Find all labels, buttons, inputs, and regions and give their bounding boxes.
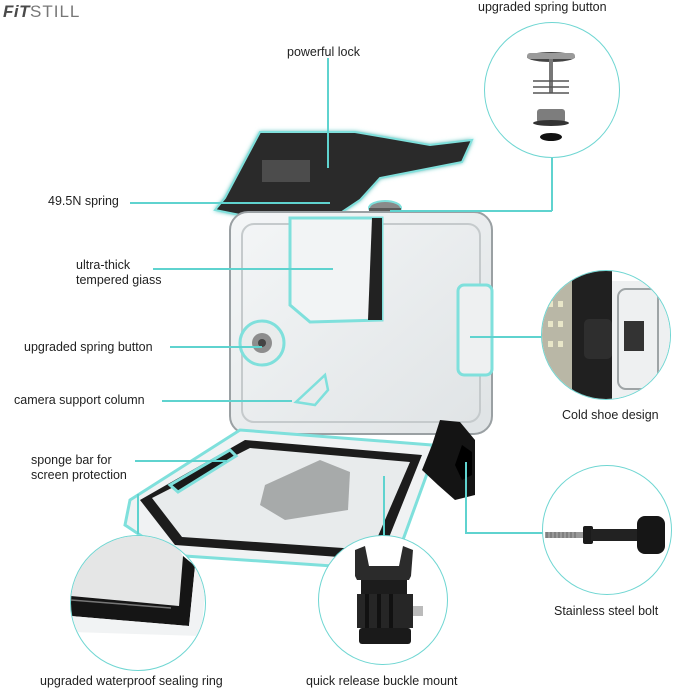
label-camera-support-column: camera support column <box>14 393 145 407</box>
logo-light: STILL <box>30 2 81 21</box>
detail-circle-cold-shoe <box>541 270 671 400</box>
label-sponge-bar: sponge bar for screen protection <box>31 453 127 482</box>
callout-line-button-left <box>170 346 262 348</box>
callout-line-glass <box>153 268 333 270</box>
label-spring-button-left: upgraded spring button <box>24 340 153 354</box>
spring-button-parts-icon <box>527 52 575 141</box>
callout-line-button-top-v <box>551 155 553 211</box>
label-waterproof-sealing-ring: upgraded waterproof sealing ring <box>40 674 223 688</box>
detail-circle-sealing-ring <box>70 535 206 671</box>
label-quick-release-buckle: quick release buckle mount <box>306 674 458 688</box>
callout-line-bolt-v <box>465 462 467 534</box>
label-cold-shoe-design: Cold shoe design <box>562 408 659 422</box>
buckle-mount-icon <box>355 546 423 644</box>
callout-line-seal <box>137 494 139 534</box>
label-spring-button-top: upgraded spring button <box>478 0 607 14</box>
sealing-ring-icon <box>71 536 205 636</box>
detail-circle-buckle-mount <box>318 535 448 665</box>
callout-line-column <box>162 400 292 402</box>
label-49-5n-spring: 49.5N spring <box>48 194 119 208</box>
steel-bolt-icon <box>545 516 665 554</box>
logo-bold: FiT <box>3 2 30 21</box>
housing-illustration <box>110 100 510 590</box>
brand-logo: FiTSTILL <box>3 2 80 22</box>
detail-circle-steel-bolt <box>542 465 672 595</box>
callout-line-coldshoe <box>470 336 542 338</box>
label-tempered-glass: ultra-thick tempered giass <box>76 258 162 287</box>
detail-circle-spring-button <box>484 22 620 158</box>
cold-shoe-icon <box>542 271 670 399</box>
callout-line-button-top-h <box>390 210 552 212</box>
callout-line-sponge <box>135 460 227 462</box>
callout-line-lock <box>327 58 329 168</box>
label-stainless-steel-bolt: Stainless steel bolt <box>554 604 659 618</box>
label-powerful-lock: powerful lock <box>287 45 360 59</box>
callout-line-bolt-h <box>465 532 545 534</box>
callout-line-buckle <box>383 476 385 536</box>
callout-line-spring <box>130 202 330 204</box>
